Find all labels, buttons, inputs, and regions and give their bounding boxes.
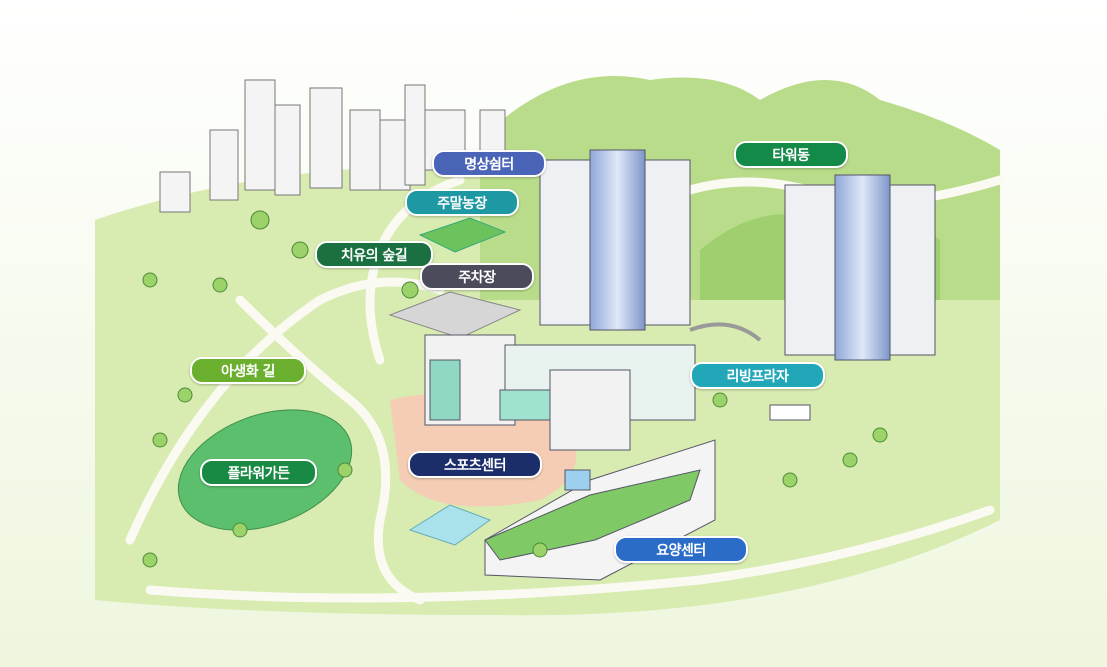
label-text: 타워동 — [772, 147, 810, 164]
label-text: 리빙프라자 — [726, 368, 789, 385]
label-text: 치유의 숲길 — [340, 247, 408, 264]
label-wildflower-road[interactable]: 아생화 길 — [190, 357, 306, 384]
label-text: 요양센터 — [656, 542, 706, 559]
label-tower[interactable]: 타워동 — [734, 141, 848, 168]
label-text: 스포츠센터 — [444, 457, 506, 474]
label-text: 주말농장 — [437, 195, 487, 212]
label-parking[interactable]: 주차장 — [420, 263, 534, 290]
label-meditation-rest[interactable]: 명상쉼터 — [432, 150, 546, 177]
label-text: 아생화 길 — [221, 363, 275, 380]
label-text: 플라워가든 — [227, 465, 290, 482]
label-living-plaza[interactable]: 리빙프라자 — [690, 362, 825, 389]
label-healing-forest[interactable]: 치유의 숲길 — [315, 241, 433, 268]
label-text: 명상쉼터 — [464, 156, 514, 173]
label-care-center[interactable]: 요양센터 — [614, 536, 748, 563]
label-sports-center[interactable]: 스포츠센터 — [408, 451, 542, 478]
tower-buildings — [539, 149, 936, 361]
label-flower-garden[interactable]: 플라워가든 — [200, 459, 317, 486]
trees — [142, 210, 888, 568]
label-weekend-farm[interactable]: 주말농장 — [405, 189, 519, 216]
label-text: 주차장 — [458, 269, 496, 286]
